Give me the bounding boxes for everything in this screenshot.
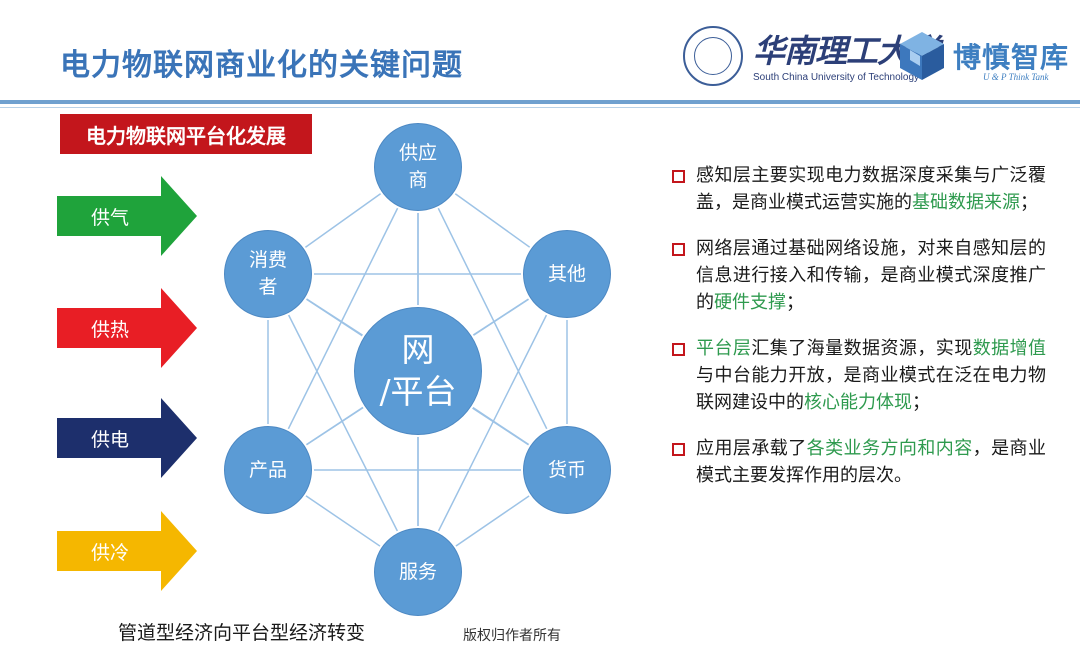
node-supplier-label: 供应商	[398, 142, 437, 191]
node-consumer-label: 消费者	[248, 249, 287, 298]
university-name-en: South China University of Technology	[753, 72, 920, 83]
arrow-3: 供冷	[57, 511, 197, 591]
node-service: 服务	[372, 526, 464, 618]
university-seal-icon	[683, 26, 743, 86]
bullet-box-icon	[672, 343, 685, 356]
node-supplier: 供应商	[372, 121, 464, 213]
header-rule-thin	[0, 107, 1080, 108]
node-other-label: 其他	[547, 262, 586, 285]
bullet-text: 与中台能力开放，是商业模式在泛在电力物联网建设中的	[696, 365, 1046, 413]
bullet-text: ；	[786, 292, 804, 313]
think-tank-name-cn: 博慎智库	[953, 41, 1070, 74]
node-other: 其他	[521, 228, 613, 320]
node-service-label: 服务	[398, 560, 437, 583]
header-rule	[0, 100, 1080, 104]
node-product: 产品	[222, 424, 314, 516]
bullet-item: 网络层通过基础网络设施，对来自感知层的信息进行接入和传输，是商业模式深度推广的硬…	[672, 235, 1046, 316]
node-product-label: 产品	[248, 458, 287, 481]
node-currency-label: 货币	[547, 458, 586, 481]
bullet-text: 应用层承载了	[696, 438, 807, 459]
think-tank-logo-icon	[900, 32, 944, 80]
node-consumer: 消费者	[222, 228, 314, 320]
section-tag: 电力物联网平台化发展	[60, 114, 312, 154]
page-title: 电力物联网商业化的关键问题	[60, 48, 463, 83]
highlight-text: 基础数据来源	[912, 192, 1020, 213]
bullet-box-icon	[672, 243, 685, 256]
bullet-list: 感知层主要实现电力数据深度采集与广泛覆盖，是商业模式运营实施的基础数据来源；网络…	[672, 162, 1046, 508]
bullet-text: 感知层主要实现电力数据深度采集与广泛覆盖，是商业模式运营实施的	[696, 165, 1046, 213]
bullet-text: ，是商业模式主要发挥作用的层次。	[696, 438, 1047, 486]
caption-copyright: 版权归作者所有	[463, 628, 561, 644]
highlight-text: 核心能力体现	[804, 392, 912, 413]
bullet-text: 网络层通过基础网络设施，对来自感知层的信息进行接入和传输，是商业模式深度推广的	[696, 238, 1046, 313]
node-center-platform-label: 网/平台	[379, 330, 457, 411]
arrow-2: 供电	[57, 398, 197, 478]
highlight-text: 平台层	[696, 338, 752, 359]
bullet-text: ；	[912, 392, 930, 413]
bullet-box-icon	[672, 443, 685, 456]
edge-service-consumer	[267, 273, 419, 573]
think-tank-name-en: U & P Think Tank	[983, 72, 1049, 82]
arrow-label: 供电	[91, 429, 130, 451]
bullet-item: 感知层主要实现电力数据深度采集与广泛覆盖，是商业模式运营实施的基础数据来源；	[672, 162, 1046, 216]
edge-supplier-product	[267, 166, 419, 471]
arrow-1: 供热	[57, 288, 197, 368]
highlight-text: 数据增值	[972, 338, 1047, 359]
bullet-text: ；	[1020, 192, 1038, 213]
arrow-label: 供冷	[91, 542, 130, 564]
arrow-label: 供气	[91, 207, 130, 229]
bullet-box-icon	[672, 170, 685, 183]
highlight-text: 各类业务方向和内容	[806, 438, 973, 459]
bullet-item: 平台层汇集了海量数据资源，实现数据增值与中台能力开放，是商业模式在泛在电力物联网…	[672, 335, 1046, 416]
bullet-text: 汇集了海量数据资源，实现	[751, 338, 973, 359]
arrow-label: 供热	[91, 319, 130, 341]
node-center-platform: 网/平台	[352, 305, 484, 437]
bullet-item: 应用层承载了各类业务方向和内容，是商业模式主要发挥作用的层次。	[672, 435, 1046, 489]
logo-area: 华南理工大学 South China University of Technol…	[683, 22, 1078, 92]
node-currency: 货币	[521, 424, 613, 516]
caption-main: 管道型经济向平台型经济转变	[118, 622, 366, 644]
edge-other-service	[417, 273, 568, 573]
edge-supplier-currency	[417, 166, 568, 471]
highlight-text: 硬件支撑	[714, 292, 786, 313]
arrow-0: 供气	[57, 176, 197, 256]
